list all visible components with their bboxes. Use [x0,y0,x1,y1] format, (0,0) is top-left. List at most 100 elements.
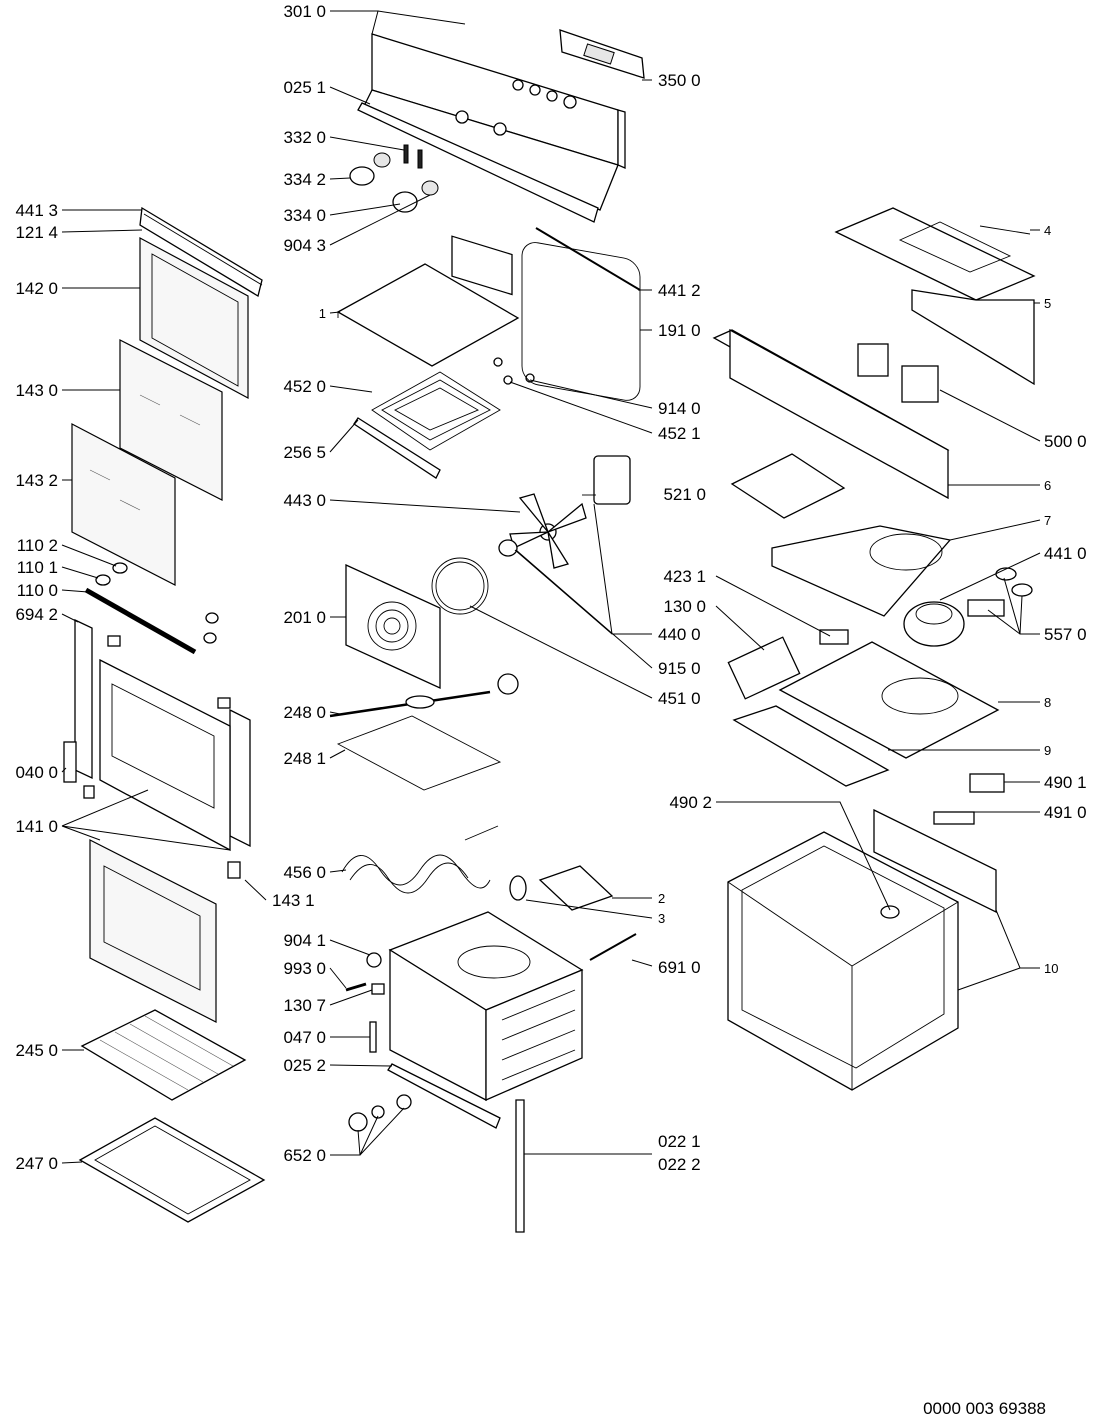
feet-652 [348,1094,412,1132]
label-121-4: 121 4 [15,223,58,242]
wire-shelf-245 [80,1009,247,1101]
top-cover-4-5 [834,207,1036,386]
label-993-0: 993 0 [283,959,326,978]
cavity-parts-2-3 [509,865,637,961]
logo-badge-350 [559,29,645,79]
label-440-0: 440 0 [658,625,701,644]
label-914-0: 914 0 [658,399,701,418]
label-110-1: 110 1 [17,558,58,577]
rear-panel-491 [873,773,1005,914]
fan-ring-element-451 [431,557,489,615]
spit-frame-248-1 [336,715,502,791]
label-143-2: 143 2 [15,471,58,490]
duct-7 [771,525,952,617]
label-452-0: 452 0 [283,377,326,396]
hinge-parts-110 [84,562,219,655]
label-110-2: 110 2 [17,536,58,555]
spit-248 [329,673,519,718]
label-557-0: 557 0 [1044,625,1087,644]
door-seal-191 [521,227,641,401]
label-350-0: 350 0 [658,71,701,90]
label-452-1: 452 1 [658,424,701,443]
label-040-0: 040 0 [15,763,58,782]
label-022-1: 022 1 [658,1132,701,1151]
label-142-0: 142 0 [15,279,58,298]
label-141-0: 141 0 [15,817,58,836]
label-245-0: 245 0 [15,1041,58,1060]
label-022-2: 022 2 [658,1155,701,1174]
label-456-0: 456 0 [283,863,326,882]
baking-tray-247 [78,1117,266,1223]
label-451-0: 451 0 [658,689,701,708]
label-256-5: 256 5 [283,443,326,462]
lower-element-456 [341,825,499,894]
label-8: 8 [1044,695,1051,710]
label-4: 4 [1044,223,1051,238]
label-915-0: 915 0 [658,659,701,678]
label-10: 10 [1044,961,1058,976]
label-441-2: 441 2 [658,281,701,300]
bottom-trim-025-2 [387,1063,501,1129]
top-plate-1 [336,263,520,367]
plate-9 [732,705,890,787]
label-423-1: 423 1 [663,567,706,586]
fan-blade-443 [498,493,587,569]
cross-beam-6 [712,328,950,500]
label-443-0: 443 0 [283,491,326,510]
label-904-1: 904 1 [283,931,326,950]
label-025-2: 025 2 [283,1056,326,1075]
plate-8 [778,641,1000,759]
label-441-3: 441 3 [15,201,58,220]
label-490-2: 490 2 [669,793,712,812]
label-521-0: 521 0 [663,485,706,504]
label-143-0: 143 0 [15,381,58,400]
label-301-0: 301 0 [283,2,326,21]
inner-glass-142 [139,236,249,400]
label-201-0: 201 0 [283,608,326,627]
label-904-3: 904 3 [283,236,326,255]
label-652-0: 652 0 [283,1146,326,1165]
switches-500 [857,343,939,403]
label-248-0: 248 0 [283,703,326,722]
label-5: 5 [1044,296,1051,311]
label-110-0: 110 0 [17,581,58,600]
grill-element-452 [371,357,535,451]
side-rail-022 [515,1099,525,1233]
door-frame-141 [63,618,251,879]
label-691-0: 691 0 [658,958,701,977]
oven-cavity [388,911,584,1102]
knobs-group [349,144,439,213]
thermostats-557 [967,567,1033,617]
label-130-7: 130 7 [283,996,326,1015]
fan-cover-201 [345,563,441,690]
label-247-0: 247 0 [15,1154,58,1173]
oven-housing-10 [727,831,959,1091]
front-trim-025-1 [357,102,599,223]
label-047-0: 047 0 [283,1028,326,1047]
leader-lines [61,10,1041,1164]
door-top-profile-441-3 [139,206,263,298]
lamp-parts [345,952,385,1053]
part-labels: 301 0 025 1 332 0 334 2 334 0 904 3 1 45… [15,2,1086,1174]
label-1: 1 [319,306,326,321]
label-332-0: 332 0 [283,128,326,147]
outer-glass-143-2 [71,423,176,586]
label-694-2: 694 2 [15,605,58,624]
middle-glass-143-0 [119,339,223,501]
label-130-0: 130 0 [663,597,706,616]
label-441-0: 441 0 [1044,544,1087,563]
label-7: 7 [1044,513,1051,528]
fan-motor-440 [582,455,631,505]
label-025-1: 025 1 [283,78,326,97]
label-143-1: 143 1 [272,891,315,910]
cooling-fan-441-0 [903,601,965,647]
label-248-1: 248 1 [283,749,326,768]
label-3: 3 [658,911,665,926]
small-parts-423-130 [727,629,849,700]
label-491-0: 491 0 [1044,803,1087,822]
label-334-2: 334 2 [283,170,326,189]
pcb-521 [730,453,846,519]
outer-door-panel [89,839,217,1023]
label-490-1: 490 1 [1044,773,1087,792]
